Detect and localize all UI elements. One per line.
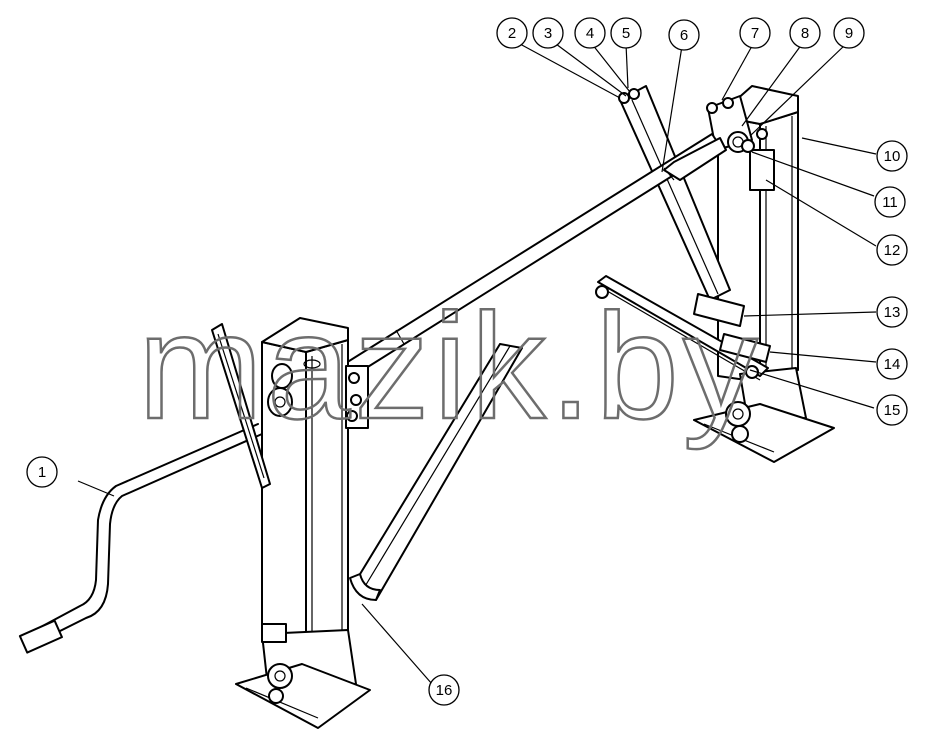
left-stay-rod xyxy=(211,323,271,489)
callout-7-label: 7 xyxy=(751,25,759,42)
callout-4-label: 4 xyxy=(586,25,594,42)
callout-15-label: 15 xyxy=(884,402,901,419)
callout-12: 12 xyxy=(876,234,908,266)
callout-14: 14 xyxy=(876,348,908,380)
rear-strut xyxy=(618,85,745,327)
callout-10: 10 xyxy=(876,140,908,172)
watermark: mazik.by xyxy=(138,282,762,450)
callout-5: 5 xyxy=(610,17,642,49)
callout-8-label: 8 xyxy=(801,25,809,42)
callout-4: 4 xyxy=(574,17,606,49)
callout-1: 1 xyxy=(26,456,58,488)
left-jack xyxy=(235,317,371,729)
callout-3: 3 xyxy=(532,17,564,49)
callout-14-label: 14 xyxy=(884,356,901,373)
callout-2: 2 xyxy=(496,17,528,49)
crank-handle xyxy=(18,423,263,654)
front-strut xyxy=(349,343,523,601)
callout-10-label: 10 xyxy=(884,148,901,165)
callout-16: 16 xyxy=(428,674,460,706)
callout-13: 13 xyxy=(876,296,908,328)
callout-11-label: 11 xyxy=(882,194,898,211)
right-jack xyxy=(693,85,835,463)
callout-13-label: 13 xyxy=(884,304,901,321)
callout-15: 15 xyxy=(876,394,908,426)
callout-6: 6 xyxy=(668,19,700,51)
callout-12-label: 12 xyxy=(884,242,901,259)
callout-7: 7 xyxy=(739,17,771,49)
callout-1-label: 1 xyxy=(38,464,46,481)
leader-lines xyxy=(77,43,877,685)
callout-8: 8 xyxy=(789,17,821,49)
callout-3-label: 3 xyxy=(544,25,552,42)
callout-9-label: 9 xyxy=(845,25,853,42)
callout-6-label: 6 xyxy=(680,27,688,44)
callout-5-label: 5 xyxy=(622,25,630,42)
callout-2-label: 2 xyxy=(508,25,516,42)
link-bar-15 xyxy=(595,275,771,381)
callout-9: 9 xyxy=(833,17,865,49)
callout-11: 11 xyxy=(874,186,906,218)
callout-16-label: 16 xyxy=(436,682,453,699)
